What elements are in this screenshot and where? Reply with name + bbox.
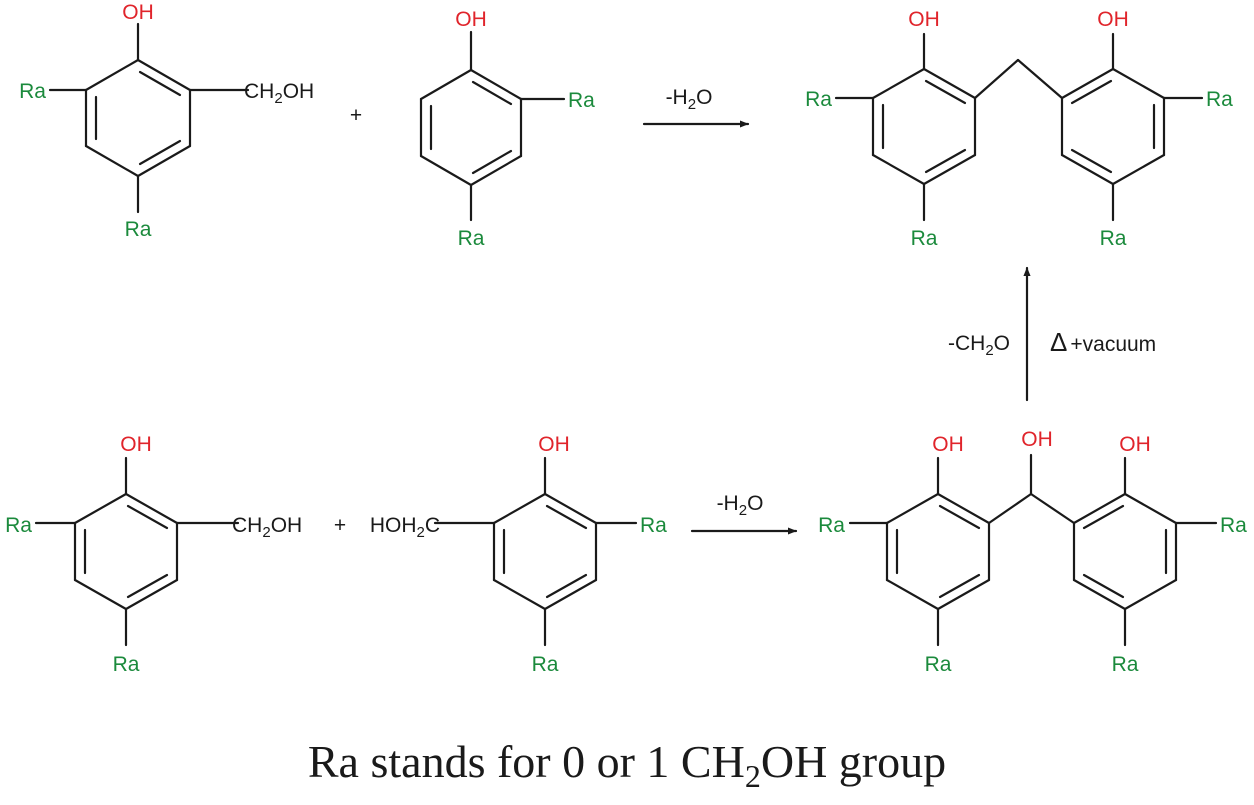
plus-sign: + xyxy=(334,514,346,537)
ra-label: Ra xyxy=(1206,88,1233,111)
benzene-ring-left xyxy=(871,67,977,186)
oh-label: OH xyxy=(455,8,487,31)
ra-label: Ra xyxy=(818,514,845,537)
oh-label: OH xyxy=(932,433,964,456)
reactant-phenol-top: OH Ra Ra xyxy=(419,8,595,250)
ra-label: Ra xyxy=(458,227,485,250)
methylene-bridge xyxy=(973,58,1020,100)
benzene-ring xyxy=(492,492,598,611)
ra-label: Ra xyxy=(5,514,32,537)
footnote: Ra stands for 0 or 1 CH2OH group xyxy=(307,736,947,794)
ra-label: Ra xyxy=(911,227,938,250)
oh-label: OH xyxy=(1119,433,1151,456)
benzene-ring-left xyxy=(885,492,991,611)
ra-label: Ra xyxy=(568,89,595,112)
product-hydroxymethine-bridged-dimer: OH OH OH Ra Ra Ra Ra xyxy=(818,428,1247,676)
ra-label: Ra xyxy=(125,218,152,241)
oh-label: OH xyxy=(1097,8,1129,31)
reactant-hydroxymethylphenol-second: OH HOH2C Ra Ra xyxy=(370,433,667,676)
heat-icon: Δ xyxy=(1050,327,1067,357)
ra-label: Ra xyxy=(1100,227,1127,250)
ra-label: Ra xyxy=(532,653,559,676)
oh-label: OH xyxy=(120,433,152,456)
heat-vacuum-label: Δ+vacuum xyxy=(1050,327,1156,357)
ra-label: Ra xyxy=(19,80,46,103)
ra-label: Ra xyxy=(1112,653,1139,676)
benzene-ring xyxy=(73,492,179,611)
ch2oh-label: CH2OH xyxy=(244,80,314,107)
methine-bridge xyxy=(987,492,1033,525)
ch2oh-label: CH2OH xyxy=(232,514,302,541)
reactant-hydroxymethylphenol-bottom: OH Ra Ra CH2OH xyxy=(5,433,302,676)
ra-label: Ra xyxy=(113,653,140,676)
benzene-ring xyxy=(84,58,192,178)
oh-label: OH xyxy=(1021,428,1053,451)
ra-label: Ra xyxy=(1220,514,1247,537)
benzene-ring-right xyxy=(1060,67,1166,186)
water-loss-label: -H2O xyxy=(717,492,764,519)
formaldehyde-loss-label: -CH2O xyxy=(948,332,1010,359)
oh-label: OH xyxy=(538,433,570,456)
benzene-ring-right xyxy=(1072,492,1178,611)
oh-label: OH xyxy=(122,1,154,24)
hoh2c-label: HOH2C xyxy=(370,514,440,541)
oh-label: OH xyxy=(908,8,940,31)
ra-label: Ra xyxy=(805,88,832,111)
water-loss-label: -H2O xyxy=(666,86,713,113)
plus-sign: + xyxy=(350,104,362,127)
ra-label: Ra xyxy=(640,514,667,537)
benzene-ring xyxy=(419,68,523,187)
reactant-hydroxymethylphenol-top: OH Ra Ra CH2OH xyxy=(19,1,314,241)
product-methylene-bridged-dimer: OH OH Ra Ra Ra Ra xyxy=(805,8,1233,250)
ra-label: Ra xyxy=(925,653,952,676)
